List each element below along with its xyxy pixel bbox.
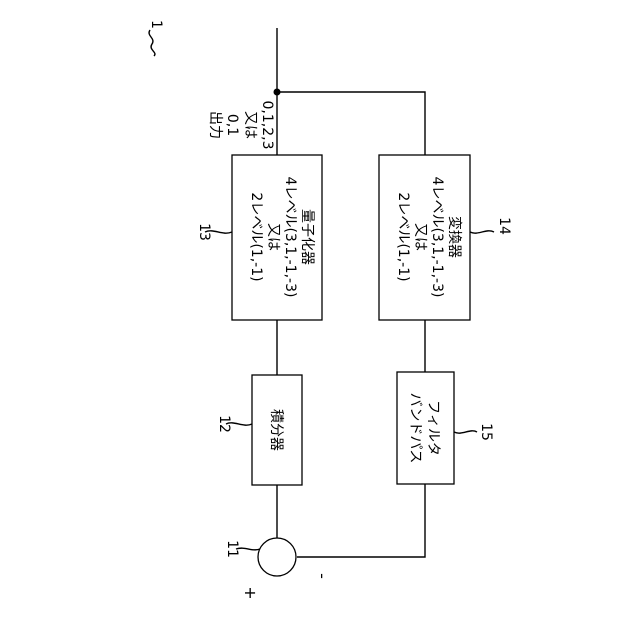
converter-line2: 又は	[412, 223, 428, 251]
figure-number: 1	[148, 20, 164, 29]
quantizer-ref: 13	[196, 223, 212, 241]
output-conjunction: 又は	[242, 111, 258, 139]
adder-circle	[258, 538, 296, 576]
output-value-4level: 0,1,2,3	[259, 101, 275, 150]
figure-leader-squiggle	[149, 30, 155, 56]
converter-ref-leader	[470, 231, 494, 233]
quantizer-line4: 量子化器	[299, 209, 315, 265]
adder-plus-sign: +	[241, 586, 260, 599]
output-label-group: 出力 0,1 又は 0,1,2,3	[207, 101, 275, 150]
output-label: 出力	[207, 111, 223, 139]
filter-to-adder-line	[297, 484, 425, 557]
quantizer-line1: 2レベル(1,-1)	[248, 192, 264, 281]
converter-ref: 14	[496, 217, 512, 235]
output-value-2level: 0,1	[224, 114, 240, 136]
bandpass-ref: 15	[478, 423, 494, 441]
quantizer-line3: 4レベル(3,1,-1,-3)	[282, 177, 298, 298]
output-junction-dot	[274, 89, 281, 96]
bandpass-line1: バンドパス	[407, 393, 423, 464]
integrator-label: 積分器	[268, 409, 284, 451]
adder-minus-sign: -	[313, 573, 332, 579]
bandpass-line2: フィルタ	[425, 400, 441, 456]
converter-line4: 変換器	[446, 216, 463, 258]
converter-line3: 4レベル(3,1,-1,-3)	[429, 177, 445, 298]
quantizer-line2: 又は	[265, 223, 281, 251]
feedback-top-line	[277, 92, 425, 155]
bandpass-ref-leader	[454, 431, 477, 433]
converter-line1: 2レベル(1,-1)	[395, 192, 411, 281]
integrator-label-group: 積分器	[268, 409, 284, 451]
integrator-ref: 12	[216, 415, 232, 433]
